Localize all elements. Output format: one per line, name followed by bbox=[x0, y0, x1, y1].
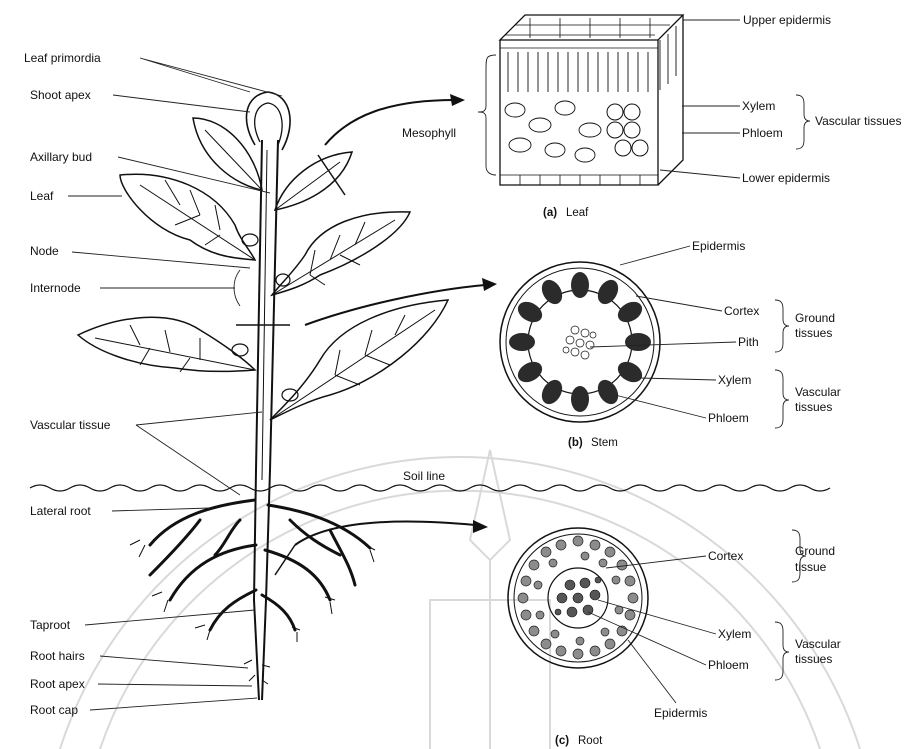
label-root-ground-2: tissue bbox=[795, 560, 827, 574]
plant-labels: Leaf primordia Shoot apex Axillary bud L… bbox=[24, 51, 445, 717]
label-axillary-bud: Axillary bud bbox=[30, 150, 92, 164]
label-root-vascular-1: Vascular bbox=[795, 637, 841, 651]
label-stem-vascular-2: tissues bbox=[795, 400, 832, 414]
stem-cross-section: Epidermis Cortex Pith Ground tissues Xyl… bbox=[500, 239, 841, 449]
label-upper-epidermis: Upper epidermis bbox=[743, 13, 831, 27]
label-stem-pith: Pith bbox=[738, 335, 759, 349]
label-internode: Internode bbox=[30, 281, 81, 295]
caption-root-letter: (c) bbox=[555, 735, 569, 747]
label-leaf-primordia: Leaf primordia bbox=[24, 51, 101, 65]
caption-leaf: Leaf bbox=[566, 207, 589, 219]
label-stem-cortex: Cortex bbox=[724, 304, 759, 318]
label-taproot: Taproot bbox=[30, 618, 71, 632]
label-leaf-xylem: Xylem bbox=[742, 99, 775, 113]
label-soil-line: Soil line bbox=[403, 469, 445, 483]
label-root-ground-1: Ground bbox=[795, 544, 835, 558]
label-root-vascular-2: tissues bbox=[795, 652, 832, 666]
root-vascular-cylinder bbox=[555, 577, 601, 617]
section-arrows bbox=[295, 94, 497, 545]
label-root-apex: Root apex bbox=[30, 677, 85, 691]
label-stem-phloem: Phloem bbox=[708, 411, 749, 425]
label-leaf-phloem: Phloem bbox=[742, 126, 783, 140]
caption-leaf-letter: (a) bbox=[543, 207, 557, 219]
stem-vascular-bundles bbox=[509, 272, 651, 412]
label-stem-xylem: Xylem bbox=[718, 373, 751, 387]
leaf-left-2 bbox=[78, 317, 255, 371]
label-root-xylem: Xylem bbox=[718, 627, 751, 641]
label-root-cap: Root cap bbox=[30, 703, 78, 717]
axillary-bud bbox=[242, 234, 258, 246]
label-mesophyll: Mesophyll bbox=[402, 126, 456, 140]
soil-line bbox=[30, 485, 830, 491]
label-node: Node bbox=[30, 244, 59, 258]
leaf-vascular-bundle bbox=[607, 104, 648, 156]
caption-stem: Stem bbox=[591, 437, 618, 449]
label-shoot-apex: Shoot apex bbox=[30, 88, 91, 102]
label-lateral-root: Lateral root bbox=[30, 504, 91, 518]
main-stem bbox=[254, 140, 262, 700]
label-stem-ground-1: Ground bbox=[795, 311, 835, 325]
label-root-hairs: Root hairs bbox=[30, 649, 85, 663]
caption-root: Root bbox=[578, 735, 603, 747]
label-root-phloem: Phloem bbox=[708, 658, 749, 672]
label-stem-ground-2: tissues bbox=[795, 326, 832, 340]
label-lower-epidermis: Lower epidermis bbox=[742, 171, 830, 185]
leaf-cross-section: Upper epidermis Mesophyll Xylem Phloem V… bbox=[402, 13, 901, 219]
label-root-epidermis: Epidermis bbox=[654, 706, 707, 720]
label-root-cortex: Cortex bbox=[708, 549, 743, 563]
stem-pith-cells bbox=[563, 326, 596, 359]
label-leaf-vascular-tissues: Vascular tissues bbox=[815, 114, 901, 128]
label-stem-epidermis: Epidermis bbox=[692, 239, 745, 253]
caption-stem-letter: (b) bbox=[568, 437, 583, 449]
label-leaf: Leaf bbox=[30, 189, 54, 203]
label-vascular-tissue: Vascular tissue bbox=[30, 418, 111, 432]
watermark-seal bbox=[60, 450, 860, 749]
shoot-apex-shape bbox=[246, 92, 290, 150]
label-stem-vascular-1: Vascular bbox=[795, 385, 841, 399]
root-cross-section: Ground tissue Cortex Xylem Phloem Vascul… bbox=[508, 528, 841, 747]
root-hairs bbox=[130, 540, 375, 684]
